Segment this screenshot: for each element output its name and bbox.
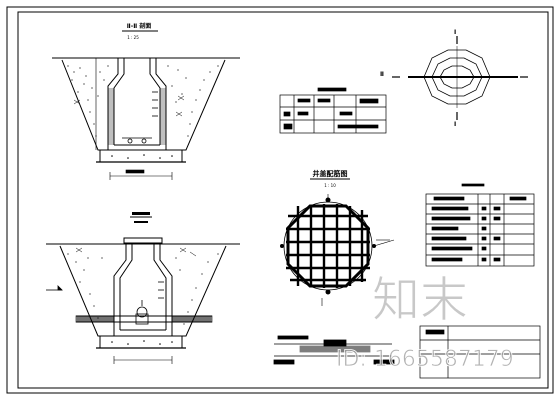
cover-rebar-scale: 1 : 10 [324,183,336,188]
title-block [419,325,541,379]
plan-octagon-outer [423,49,491,105]
bottom-pipe-top [122,137,152,144]
section-2-title: Ⅱ-Ⅱ 剖面 [127,22,151,30]
plan-mark-bottom: Ⅰ [454,121,456,128]
well-shaft-bottom [113,243,173,336]
material-table-middle [279,87,387,134]
well-cover-bottom [123,237,163,244]
excavation-outline-top [61,59,226,151]
level-marker-bottom [46,285,63,291]
inner-border [17,11,549,389]
soil-hatch-top-right [167,65,219,137]
valve-bottom [135,300,149,325]
dimension-top [109,169,173,180]
watermark-logo: 知末 [372,272,468,328]
cover-rebar-title: 井盖配筋图 [313,169,348,178]
dimension-bottom [113,356,173,364]
well-shaft-top [107,57,167,150]
cover-rebar-grid [286,204,370,288]
section-1-scale-block [134,221,148,223]
cover-leaders [321,194,395,306]
soil-hatch-marks-bottom [75,247,197,257]
plan-octagon-core [439,65,475,89]
cover-section-detail [273,335,395,365]
material-table-right [425,183,535,267]
section-2-view: Ⅱ-Ⅱ 剖面 1 : 25 [52,22,240,180]
through-pipe-bottom [75,315,213,323]
soil-hatch-marks-top [73,95,185,117]
manhole-plan-view: Ⅰ Ⅱ Ⅰ [380,29,528,128]
cover-rebar-plan: 井盖配筋图 1 : 10 [280,169,395,306]
ladder-rungs-top [152,91,158,117]
plan-mark-top: Ⅰ [454,29,456,36]
section-2-scale: 1 : 25 [127,35,139,40]
well-wall-fill-right-top [160,88,166,145]
base-slab-hatch-bottom [111,340,173,345]
well-wall-fill-left-top [108,88,114,145]
plan-mark-left: Ⅱ [380,71,384,78]
base-slab-hatch-top [111,154,173,159]
section-1-view [46,212,240,364]
section-1-title-block [132,212,150,215]
cover-octagon-rebar [286,204,370,288]
outer-border [6,6,554,394]
ladder-rungs-bottom [158,281,164,299]
watermark-id: ID: 1665587179 [336,347,514,372]
plan-octagon-inner [431,57,483,97]
